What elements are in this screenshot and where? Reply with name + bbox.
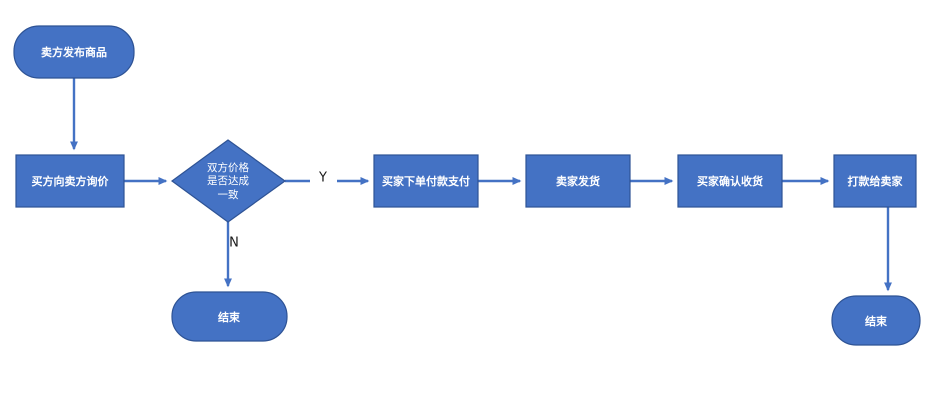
node-pay-to-seller-shape [833, 154, 917, 208]
node-buyer-order-pay-label: 买家下单付款支付 [382, 174, 470, 188]
node-end-success-shape [831, 295, 921, 346]
node-buyer-order-pay[interactable]: 买家下单付款支付 [373, 154, 479, 208]
node-buyer-inquiry[interactable]: 买方向卖方询价 [15, 154, 125, 208]
node-buyer-confirm-receipt-shape [677, 154, 783, 208]
node-seller-ship-label: 卖家发货 [556, 174, 600, 188]
node-end-success[interactable]: 结束 [831, 295, 921, 346]
node-buyer-inquiry-label: 买方向卖方询价 [32, 174, 110, 188]
node-end-no-deal-shape [171, 291, 288, 342]
node-buyer-order-pay-shape [373, 154, 479, 208]
node-end-success-label: 结束 [864, 314, 888, 328]
node-start-seller-publish[interactable]: 卖方发布商品 [13, 25, 135, 79]
node-buyer-confirm-receipt-label: 买家确认收货 [697, 174, 763, 188]
node-seller-ship[interactable]: 卖家发货 [525, 154, 631, 208]
node-price-decision-line1: 双方价格 [207, 161, 249, 174]
node-start-seller-publish-label: 卖方发布商品 [41, 45, 107, 59]
node-pay-to-seller-label: 打款给卖家 [848, 174, 904, 188]
node-pay-to-seller[interactable]: 打款给卖家 [833, 154, 917, 208]
node-price-decision-line3: 一致 [218, 188, 239, 201]
node-buyer-confirm-receipt[interactable]: 买家确认收货 [677, 154, 783, 208]
connector-layer [70, 78, 892, 292]
node-end-no-deal[interactable]: 结束 [171, 291, 288, 342]
edge-label-yes: Y [318, 171, 327, 186]
edge-label-no: N [229, 236, 239, 251]
node-seller-ship-shape [525, 154, 631, 208]
node-price-decision[interactable]: 双方价格 是否达成 一致 [170, 139, 287, 223]
node-buyer-inquiry-shape [15, 154, 125, 208]
node-end-no-deal-label: 结束 [217, 310, 241, 324]
node-price-decision-shape [170, 139, 287, 223]
node-start-seller-publish-shape [13, 25, 135, 79]
node-price-decision-line2: 是否达成 [207, 175, 249, 187]
